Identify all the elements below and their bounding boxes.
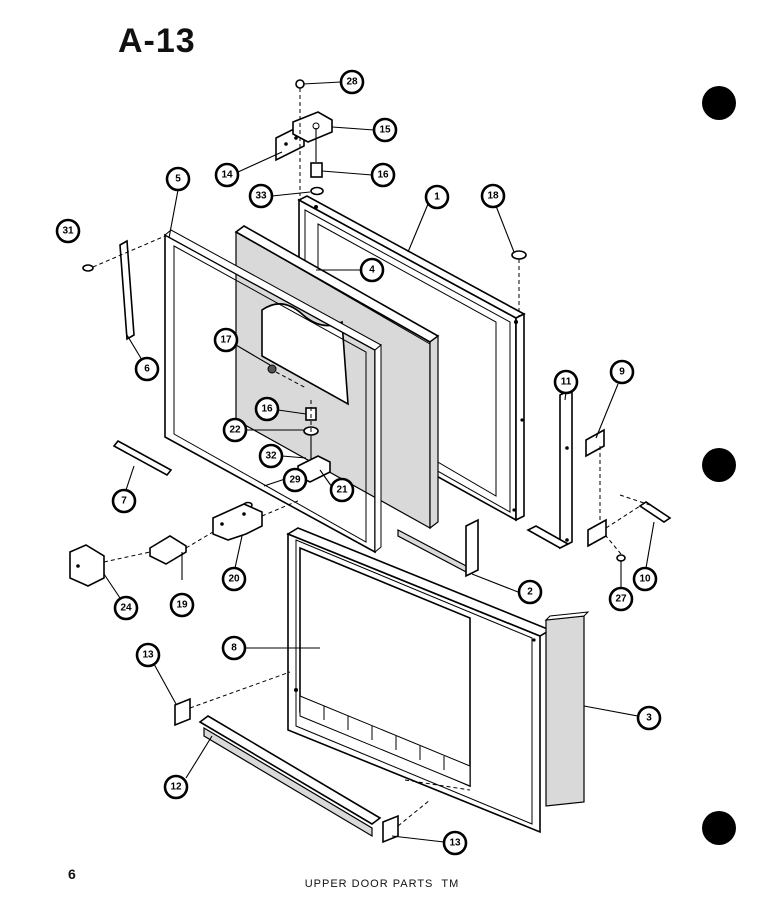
callout-32: 32 [258, 443, 284, 469]
callout-label: 3 [646, 713, 652, 724]
callout-10: 10 [632, 566, 658, 592]
callout-22: 22 [222, 417, 248, 443]
callout-28: 28 [339, 69, 365, 95]
part-bottom-trim [198, 715, 382, 838]
callout-15: 15 [372, 117, 398, 143]
callout-label: 9 [619, 367, 625, 378]
callout-8: 8 [221, 635, 247, 661]
leader-lines [103, 81, 655, 843]
callout-label: 15 [379, 125, 391, 136]
callout-19: 19 [169, 592, 195, 618]
callout-label: 7 [121, 496, 127, 507]
binder-hole-top [702, 86, 736, 120]
callout-label: 12 [170, 782, 182, 793]
callout-11: 11 [553, 369, 579, 395]
callout-label: 13 [142, 650, 154, 661]
callout-29: 29 [282, 467, 308, 493]
part-strip-10 [638, 501, 672, 523]
part-door-panel [286, 527, 552, 834]
callout-label: 32 [265, 451, 277, 462]
callout-label: 2 [527, 587, 533, 598]
callout-label: 22 [229, 425, 241, 436]
binder-hole-bottom [702, 811, 736, 845]
callout-label: 18 [487, 191, 499, 202]
callout-3: 3 [636, 705, 662, 731]
callout-label: 31 [62, 226, 74, 237]
callout-31: 31 [55, 218, 81, 244]
part-clip-upper [174, 697, 191, 727]
page-number: 6 [68, 866, 76, 882]
callout-18: 18 [480, 183, 506, 209]
callout-6: 6 [134, 356, 160, 382]
callout-label: 10 [639, 574, 651, 585]
callout-label: 5 [175, 174, 181, 185]
callout-label: 16 [377, 170, 389, 181]
callout-label: 6 [144, 364, 150, 375]
callout-label: 4 [369, 265, 375, 276]
callout-label: 28 [346, 77, 358, 88]
callout-17: 17 [213, 327, 239, 353]
callout-13-lower: 13 [442, 830, 468, 856]
callout-label: 19 [176, 600, 188, 611]
part-breaker-strip [397, 518, 479, 578]
callout-16-top: 16 [370, 162, 396, 188]
sheet-title: A-13 [118, 22, 196, 60]
part-nut [267, 364, 277, 374]
callout-33: 33 [248, 183, 274, 209]
callout-label: 24 [120, 603, 132, 614]
callout-1: 1 [424, 184, 450, 210]
binder-hole-middle [702, 448, 736, 482]
callout-label: 1 [434, 192, 440, 203]
part-handle-trim [544, 611, 590, 807]
callout-label: 14 [221, 170, 233, 181]
callout-14: 14 [214, 162, 240, 188]
callout-7: 7 [111, 488, 137, 514]
callout-9: 9 [609, 359, 635, 385]
callout-label: 17 [220, 335, 232, 346]
callout-24: 24 [113, 595, 139, 621]
part-clip-lower [382, 814, 399, 844]
callout-16-lower: 16 [254, 396, 280, 422]
callout-label: 27 [615, 594, 627, 605]
callout-12: 12 [163, 774, 189, 800]
callout-label: 29 [289, 475, 301, 486]
part-hinge-brackets [69, 499, 301, 587]
part-right-brackets [526, 387, 607, 550]
part-bottom-strip [112, 439, 173, 477]
callout-21: 21 [329, 477, 355, 503]
callout-4: 4 [359, 257, 385, 283]
callout-13-upper: 13 [135, 642, 161, 668]
callout-label: 33 [255, 191, 267, 202]
callout-label: 16 [261, 404, 273, 415]
callout-2: 2 [517, 579, 543, 605]
callout-27: 27 [608, 586, 634, 612]
part-plug [511, 250, 527, 260]
callout-20: 20 [221, 566, 247, 592]
part-top-hinge [275, 79, 333, 196]
caption: UPPER DOOR PARTS TM [0, 878, 764, 890]
callout-label: 21 [336, 485, 348, 496]
part-gasket [164, 229, 382, 554]
caption-title: UPPER DOOR PARTS [304, 878, 434, 890]
callout-label: 11 [561, 377, 572, 388]
callout-label: 8 [231, 643, 237, 654]
part-screw-31 [82, 235, 166, 272]
callout-5: 5 [165, 166, 191, 192]
callout-label: 13 [449, 838, 461, 849]
caption-mark: TM [441, 878, 460, 890]
callout-label: 20 [228, 574, 240, 585]
part-side-strip [119, 239, 135, 341]
